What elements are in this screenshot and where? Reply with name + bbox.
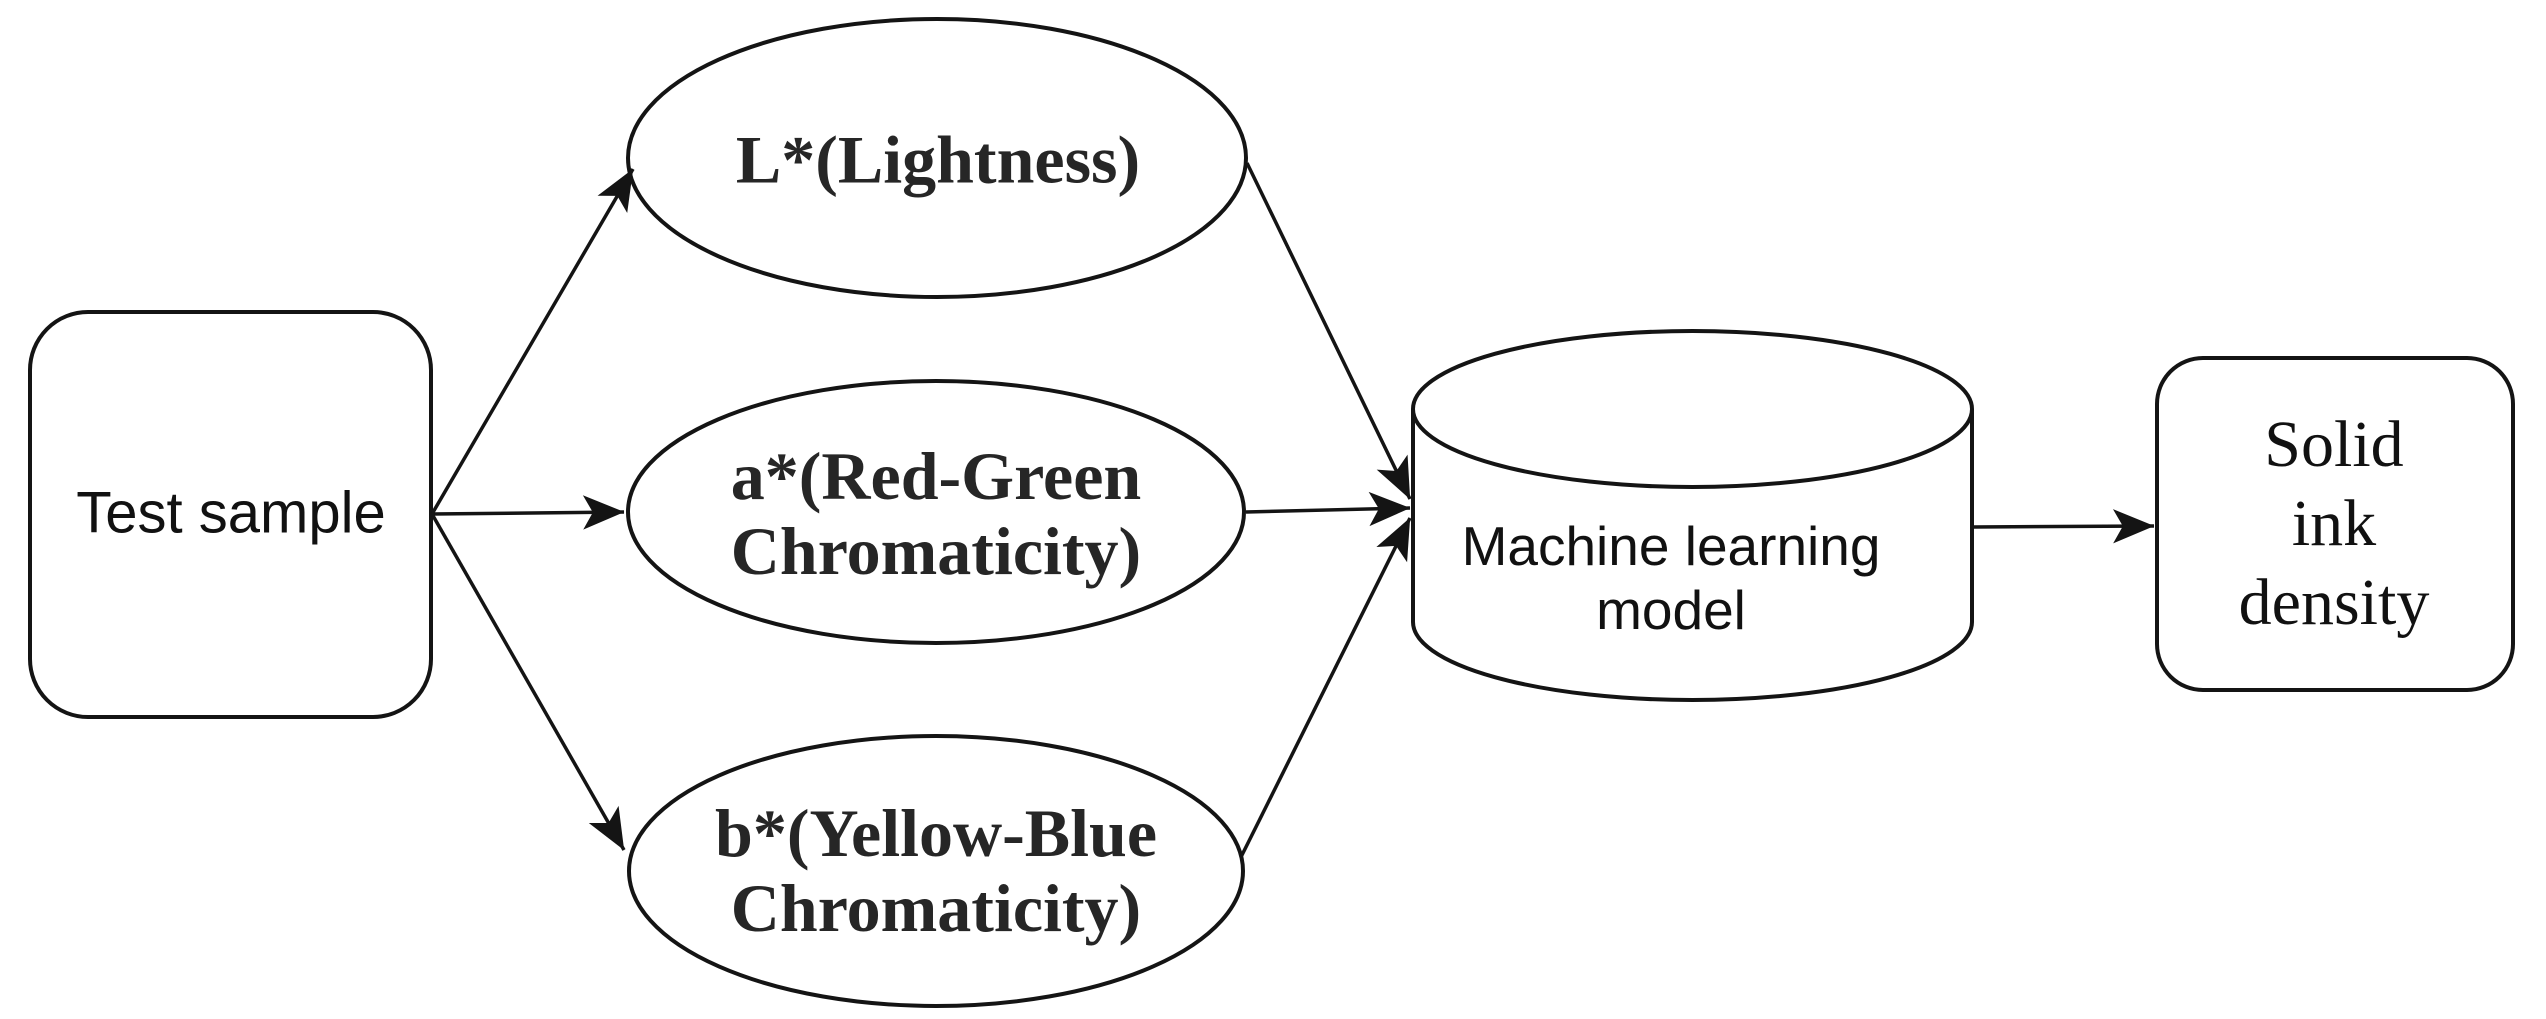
edge-red-green-to-ml-model xyxy=(1245,491,1411,527)
edge-test-sample-to-lightness xyxy=(430,168,635,515)
edge-yellow-blue-to-ml-model xyxy=(1239,517,1412,858)
node-solid-ink-shape xyxy=(2155,356,2515,692)
edge-lightness-to-ml-model xyxy=(1245,162,1412,500)
node-yellow-blue-shape xyxy=(627,734,1245,1008)
node-ml-model-shape xyxy=(1411,329,1974,702)
edge-test-sample-to-yellow-blue xyxy=(430,513,626,851)
node-red-green-shape xyxy=(626,379,1246,645)
node-lightness-shape xyxy=(626,17,1248,299)
edge-test-sample-to-red-green xyxy=(431,495,625,530)
edge-ml-model-to-solid-ink xyxy=(1972,509,2155,544)
node-test-sample-shape xyxy=(28,310,433,719)
